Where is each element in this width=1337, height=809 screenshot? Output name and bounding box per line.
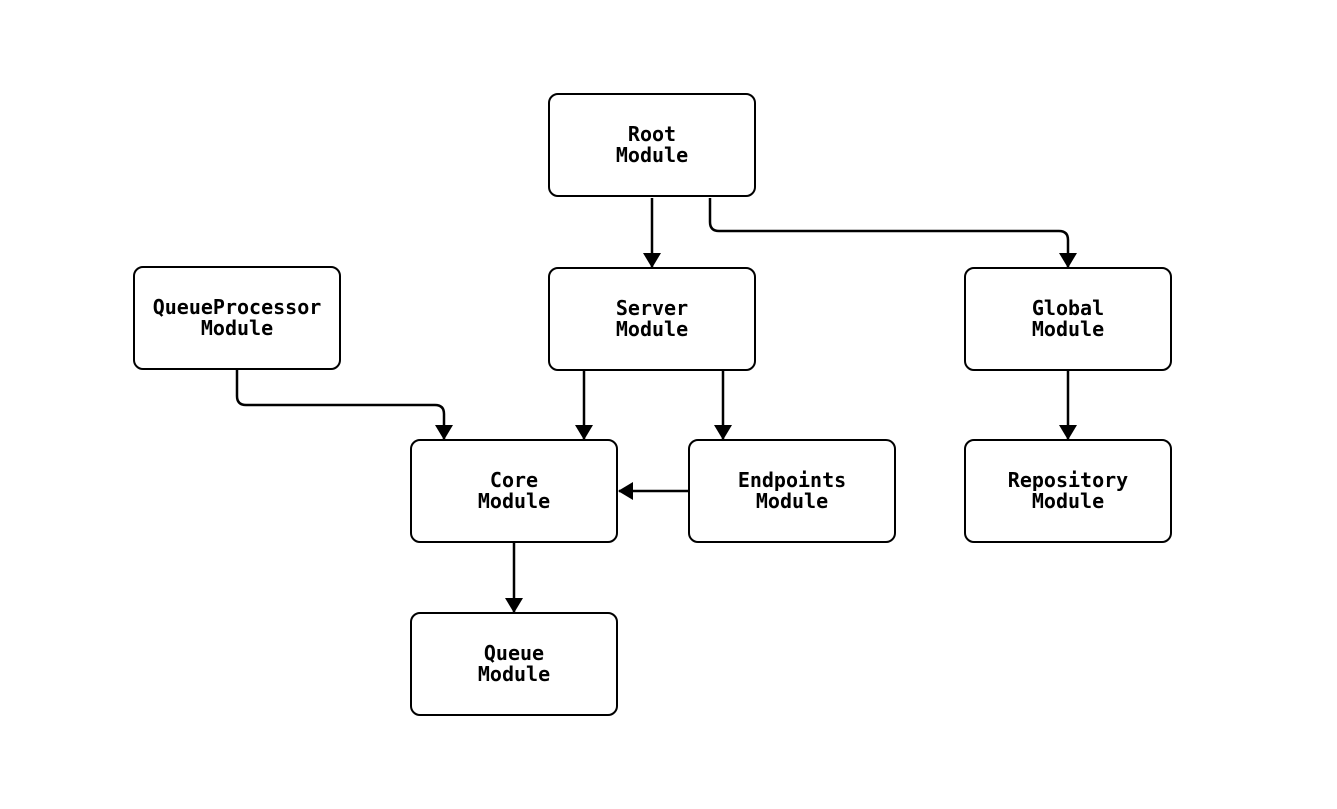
node-label: Queue Module bbox=[477, 641, 551, 686]
node-core-module: Core Module bbox=[410, 439, 618, 543]
node-label: Global Module bbox=[1031, 296, 1105, 341]
node-label: QueueProcessor Module bbox=[152, 295, 322, 340]
node-global-module: Global Module bbox=[964, 267, 1172, 371]
node-endpoints-module: Endpoints Module bbox=[688, 439, 896, 543]
edge-root-to-global bbox=[708, 198, 1077, 268]
node-label: Core Module bbox=[477, 468, 551, 513]
node-label: Repository Module bbox=[1007, 468, 1129, 513]
node-label: Server Module bbox=[615, 296, 689, 341]
node-root-module: Root Module bbox=[548, 93, 756, 197]
node-label: Root Module bbox=[615, 122, 689, 167]
node-queue-module: Queue Module bbox=[410, 612, 618, 716]
edges-group bbox=[235, 198, 1077, 613]
node-queueprocessor-module: QueueProcessor Module bbox=[133, 266, 341, 370]
node-server-module: Server Module bbox=[548, 267, 756, 371]
node-label: Endpoints Module bbox=[737, 468, 847, 513]
node-repository-module: Repository Module bbox=[964, 439, 1172, 543]
edge-queueprocessor-to-core bbox=[235, 370, 453, 440]
